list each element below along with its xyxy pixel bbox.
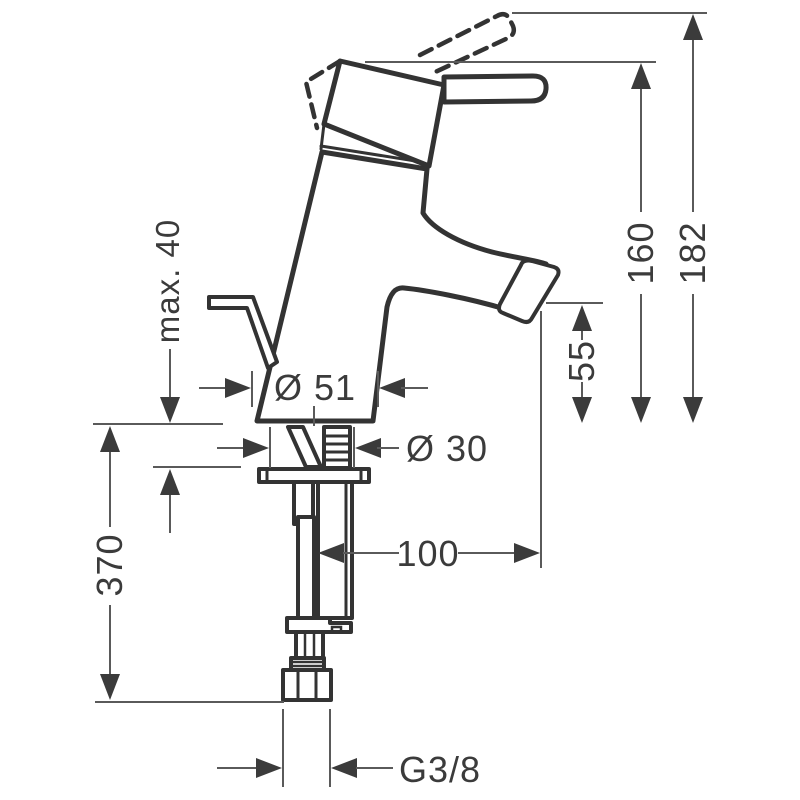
fixture-height-label: 160 [620,221,661,284]
dimension-shank-diameter: Ø 30 [217,428,488,469]
dimension-outlet-height: 55 [561,305,602,423]
drain-rod-tube-lower [296,515,316,620]
arrow-left-icon [331,758,357,778]
arrow-down-icon [683,397,703,423]
arrow-right-icon [514,543,540,563]
dimension-deck-thickness: max. 40 [149,219,186,533]
arrow-left-icon [355,438,381,458]
cap-left-connector [319,122,326,151]
pop-up-rod [207,295,279,370]
dimension-spout-reach: 100 [318,533,540,574]
arrow-up-icon [631,63,651,89]
thread-size-label: G3/8 [399,749,481,790]
arrow-up-icon [160,469,180,495]
threaded-shank [322,425,352,470]
arrow-down-icon [572,397,592,423]
thread-lines [322,434,352,462]
dimension-thread-size: G3/8 [217,749,481,790]
mounting-flange [257,467,371,484]
dashed-lever-outline [417,11,517,77]
deck-thickness-label: max. 40 [149,219,186,343]
arrow-down-icon [100,674,120,700]
connection-length-label: 370 [89,533,130,596]
arrow-left-icon [379,378,405,398]
reference-lines [93,12,707,787]
dimension-overall-height: 182 [672,14,713,423]
arrow-up-icon [683,14,703,40]
lever-handle [441,73,549,105]
arrow-right-icon [256,758,282,778]
arrow-down-icon [631,397,651,423]
faucet-body-group [207,58,561,424]
connection-nut [281,668,333,702]
arrow-up-icon [100,426,120,452]
spout-reach-label: 100 [396,533,459,574]
outlet-height-label: 55 [561,340,602,382]
hose-stem [294,630,325,660]
arrow-up-icon [572,305,592,331]
arrow-right-icon [225,378,251,398]
arrow-down-icon [160,397,180,423]
arrow-left-icon [318,543,344,563]
hose-collar-notch [330,625,343,634]
dimension-connection-length: 370 [89,426,130,700]
dashed-cap-outline [303,58,343,131]
under-deck-assembly [257,425,371,702]
aerator-nozzle [497,258,561,324]
overall-height-label: 182 [672,221,713,284]
arrow-right-icon [243,438,269,458]
base-diameter-label: Ø 51 [274,367,356,408]
shank-diameter-label: Ø 30 [406,428,488,469]
handle-raised-position-dashed [303,11,517,131]
drain-rod-lower [286,425,323,469]
cartridge-cap [321,58,447,169]
hose-collar [285,616,353,634]
dimension-fixture-height: 160 [620,63,661,423]
dimension-base-diameter: Ø 51 [199,367,428,408]
